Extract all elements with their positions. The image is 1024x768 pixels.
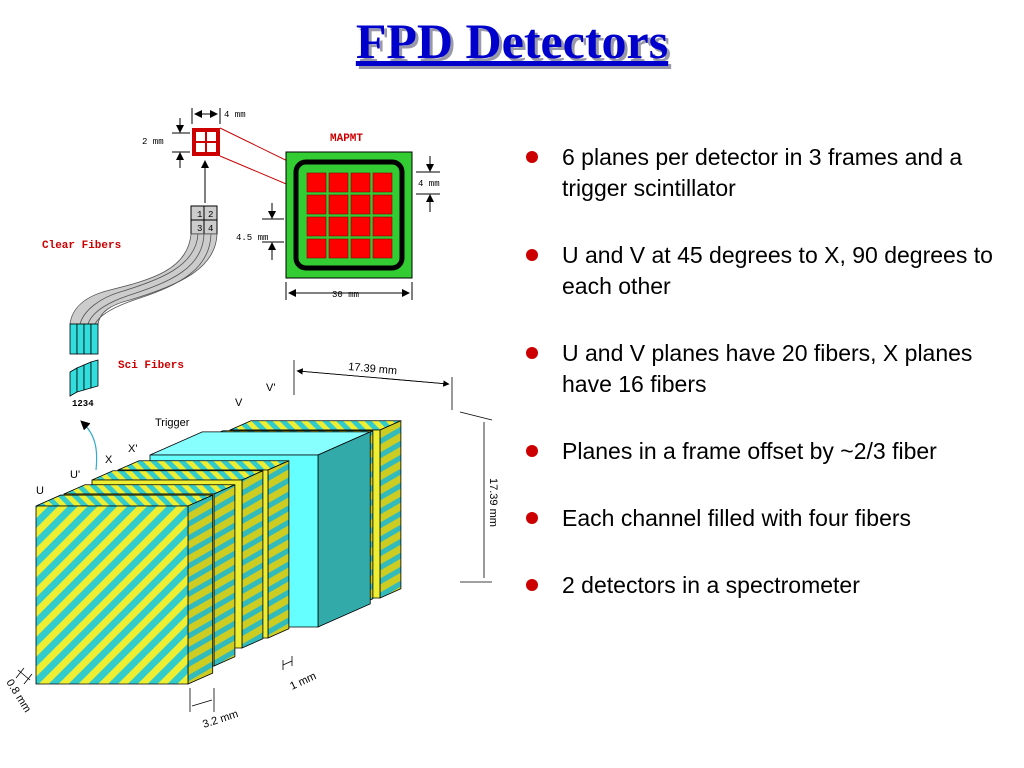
mapmt-pixel: [350, 172, 371, 193]
mapmt-pixel: [306, 216, 327, 237]
fpd-detector-diagram: 4 mm 2 mm MAPMT 4 mm 4.5 mm 30 mm: [3, 108, 499, 731]
dim-width-label: 17.39 mm: [348, 361, 398, 377]
pixel-icon: [192, 128, 220, 156]
bullet-icon: [526, 445, 538, 457]
mapmt-label: MAPMT: [330, 133, 363, 145]
dim-45mm-label: 4.5 mm: [236, 233, 268, 243]
plane-u-side: [187, 494, 214, 685]
mapmt-pixel: [372, 194, 393, 215]
mapmt-pixel: [306, 172, 327, 193]
bullet-item: U and V at 45 degrees to X, 90 degrees t…: [522, 240, 1012, 302]
bullet-icon: [526, 151, 538, 163]
bullet-text: U and V planes have 20 fibers, X planes …: [562, 340, 973, 397]
fiber-ends-lower: [69, 359, 99, 397]
connector-cell-3: 3: [197, 224, 202, 234]
fiber-numbers-label: 1234: [72, 399, 94, 409]
dim-08mm-label: 0.8 mm: [3, 677, 33, 714]
bullet-text: Each channel filled with four fibers: [562, 505, 912, 531]
plane-u-front: [35, 505, 189, 685]
dimension-32mm: [189, 688, 215, 712]
dim-4mm-top-label: 4 mm: [224, 110, 246, 120]
dimension-1mm: [282, 656, 293, 670]
fiber-connector: [190, 205, 218, 235]
dim-4mm-right-label: 4 mm: [418, 179, 440, 189]
plane-label-x: X: [105, 454, 113, 466]
dimension-4mm-top: [191, 108, 221, 124]
mapmt-body: [285, 151, 413, 279]
plane-label-v: V: [235, 397, 243, 409]
clear-fibers-label: Clear Fibers: [42, 240, 121, 252]
plane-x-prime-top: [117, 460, 290, 471]
mapmt-pixel: [328, 216, 349, 237]
connector-cell-4: 4: [208, 224, 213, 234]
bullet-icon: [526, 579, 538, 591]
plane-x-side: [241, 470, 264, 649]
plane-u: [35, 494, 214, 685]
bullet-item: 2 detectors in a spectrometer: [522, 570, 1012, 601]
plane-label-u: U: [36, 485, 44, 497]
bullet-text: 6 planes per detector in 3 frames and a …: [562, 144, 963, 201]
dimension-height: [459, 411, 493, 583]
dimension-30mm: [285, 282, 413, 300]
connector-cell-1: 1: [197, 210, 202, 220]
plane-u-top: [35, 494, 213, 507]
bullet-item: Planes in a frame offset by ~2/3 fiber: [522, 436, 1012, 467]
bullet-icon: [526, 249, 538, 261]
bullet-item: Each channel filled with four fibers: [522, 503, 1012, 534]
mapmt-pixel: [350, 216, 371, 237]
curved-arrow: [80, 420, 98, 471]
plane-label-u-prime: U': [70, 469, 80, 481]
mapmt-pixel: [372, 172, 393, 193]
page-title: FPD Detectors: [355, 13, 669, 69]
mapmt-pixel: [306, 238, 327, 259]
mapmt-pixel: [350, 194, 371, 215]
plane-u-prime-top: [63, 484, 236, 495]
dimension-08mm: [15, 667, 33, 685]
plane-trigger-side: [317, 431, 371, 628]
dimension-4mm-right: [416, 156, 440, 212]
plane-x-top: [91, 470, 264, 481]
mapmt-pixel: [372, 238, 393, 259]
bullet-list: 6 planes per detector in 3 frames and a …: [522, 142, 1012, 637]
mapmt-pixel: [306, 194, 327, 215]
bullet-text: 2 detectors in a spectrometer: [562, 572, 860, 598]
plane-label-trigger: Trigger: [155, 417, 190, 429]
mapmt-pixel: [328, 172, 349, 193]
mapmt-pixel: [328, 194, 349, 215]
plane-v-prime-top: [229, 420, 402, 431]
plane-v-prime-side: [379, 420, 402, 599]
dim-2mm-label: 2 mm: [142, 137, 164, 147]
mapmt-pixel: [328, 238, 349, 259]
plane-x-prime-side: [267, 460, 290, 639]
bullet-text: U and V at 45 degrees to X, 90 degrees t…: [562, 242, 993, 299]
fiber-ends-upper: [69, 323, 99, 355]
connector-cell-2: 2: [208, 210, 213, 220]
dim-1mm-label: 1 mm: [288, 670, 318, 692]
plane-label-x-prime: X': [128, 443, 137, 455]
bullet-item: 6 planes per detector in 3 frames and a …: [522, 142, 1012, 204]
dimension-width: [293, 360, 453, 410]
mapmt-pixel: [372, 216, 393, 237]
bullet-text: Planes in a frame offset by ~2/3 fiber: [562, 438, 937, 464]
plane-label-v-prime: V': [266, 382, 275, 394]
plane-stack: [35, 420, 402, 685]
bullet-icon: [526, 512, 538, 524]
dim-30mm-label: 30 mm: [332, 290, 359, 300]
dimension-2mm: [172, 118, 190, 168]
sci-fibers-label: Sci Fibers: [118, 360, 184, 372]
dimension-45mm: [262, 203, 284, 260]
dim-height-label: 17.39 mm: [487, 478, 499, 527]
dim-32mm-label: 3.2 mm: [201, 708, 240, 731]
bullet-icon: [526, 347, 538, 359]
mapmt-pixel: [350, 238, 371, 259]
mapmt-pixel-grid: [306, 172, 393, 259]
bullet-item: U and V planes have 20 fibers, X planes …: [522, 338, 1012, 400]
plane-u-prime-side: [213, 484, 236, 667]
